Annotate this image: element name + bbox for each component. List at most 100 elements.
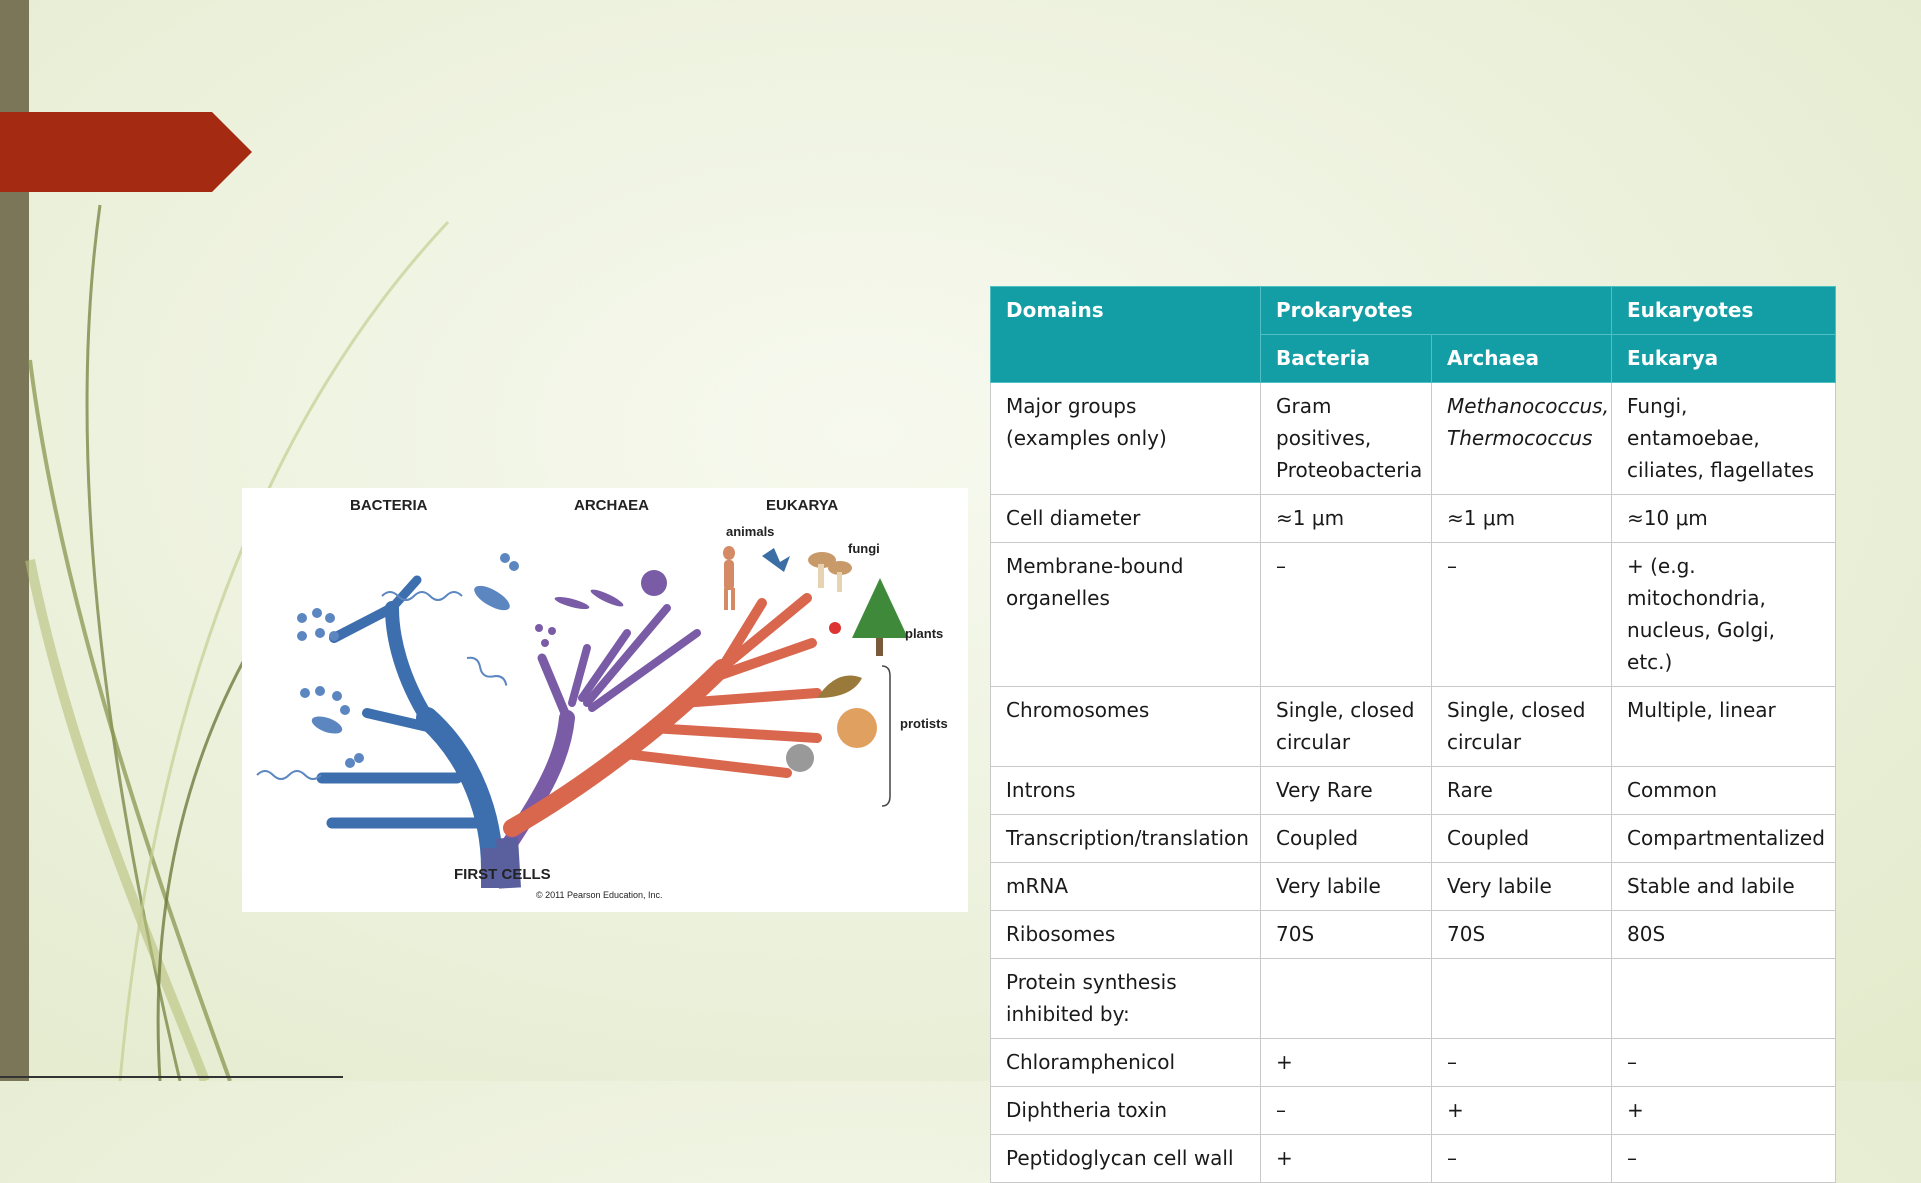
cell-archaea: Very labile bbox=[1430, 862, 1613, 911]
cell-eukarya: – bbox=[1611, 1038, 1837, 1087]
header-prokaryotes: Prokaryotes bbox=[1259, 286, 1613, 335]
row-label: Introns bbox=[990, 766, 1261, 815]
row-label: Diphtheria toxin bbox=[990, 1086, 1261, 1135]
cell-eukarya: Common bbox=[1611, 766, 1837, 815]
mushrooms bbox=[808, 552, 852, 592]
header-eukarya: Eukarya bbox=[1611, 334, 1837, 383]
bacteria-wavy-2 bbox=[256, 770, 322, 780]
cell-eukarya: Fungi, entamoebae, ciliates, flagellates bbox=[1611, 382, 1837, 495]
label-eukarya: EUKARYA bbox=[766, 497, 838, 514]
label-archaea: ARCHAEA bbox=[574, 497, 649, 514]
cell-bacteria: Very Rare bbox=[1260, 766, 1432, 815]
cell-bacteria: 70S bbox=[1260, 910, 1432, 959]
animal-figure bbox=[723, 546, 735, 610]
label-copyright: © 2011 Pearson Education, Inc. bbox=[536, 890, 663, 900]
cell-archaea: ≈1 μm bbox=[1430, 494, 1613, 543]
cell-bacteria: Single, closed circular bbox=[1260, 686, 1432, 767]
cell-bacteria: Very labile bbox=[1260, 862, 1432, 911]
cell-eukarya: ≈10 μm bbox=[1611, 494, 1837, 543]
row-label: Protein synthesis inhibited by: bbox=[990, 958, 1261, 1039]
title-arrow-tab bbox=[0, 112, 252, 192]
cell-archaea: – bbox=[1430, 1134, 1613, 1183]
cell-bacteria: + bbox=[1260, 1134, 1432, 1183]
bottom-rule bbox=[0, 1076, 343, 1078]
cell-bacteria: – bbox=[1260, 542, 1432, 687]
table-row: Diphtheria toxin – + + bbox=[990, 1086, 1837, 1135]
table-row: Protein synthesis inhibited by: bbox=[990, 958, 1837, 1039]
row-label: Membrane-bound organelles bbox=[990, 542, 1261, 687]
table-row: Cell diameter ≈1 μm ≈1 μm ≈10 μm bbox=[990, 494, 1837, 543]
cell-eukarya: 80S bbox=[1611, 910, 1837, 959]
bacteria-wavy-3 bbox=[466, 656, 508, 686]
phylogenetic-tree-figure: BACTERIA ARCHAEA EUKARYA animals fungi p… bbox=[242, 488, 968, 912]
bacteria-cells bbox=[297, 553, 519, 768]
row-label: Peptidoglycan cell wall bbox=[990, 1134, 1261, 1183]
archaea-cells bbox=[535, 570, 667, 647]
domain-comparison-table: Domains Prokaryotes Eukaryotes Bacteria … bbox=[990, 286, 1837, 1183]
swoosh-1 bbox=[85, 204, 182, 1081]
cell-archaea: – bbox=[1430, 542, 1613, 687]
row-label: Chloramphenicol bbox=[990, 1038, 1261, 1087]
table-row: Ribosomes 70S 70S 80S bbox=[990, 910, 1837, 959]
cell-eukarya: Compartmentalized bbox=[1611, 814, 1837, 863]
bacteria-branch bbox=[316, 575, 503, 879]
butterfly bbox=[762, 548, 790, 572]
cell-eukarya: + (e.g. mitochondria, nucleus, Golgi, et… bbox=[1611, 542, 1837, 687]
archaea-branch bbox=[499, 604, 701, 856]
cell-bacteria: Gram positives, Proteobacteria bbox=[1260, 382, 1432, 495]
cell-archaea bbox=[1430, 958, 1613, 1039]
table-row: mRNA Very labile Very labile Stable and … bbox=[990, 862, 1837, 911]
protists-bracket bbox=[881, 665, 891, 807]
cell-bacteria: ≈1 μm bbox=[1260, 494, 1432, 543]
flower bbox=[829, 622, 841, 634]
table-row: Chromosomes Single, closed circular Sing… bbox=[990, 686, 1837, 767]
table-row: Membrane-bound organelles – – + (e.g. mi… bbox=[990, 542, 1837, 687]
row-label: Major groups (examples only) bbox=[990, 382, 1261, 495]
table-row: Major groups (examples only) Gram positi… bbox=[990, 382, 1837, 495]
trunk bbox=[481, 837, 521, 889]
cell-bacteria: Coupled bbox=[1260, 814, 1432, 863]
label-fungi: fungi bbox=[848, 541, 880, 556]
cell-archaea: – bbox=[1430, 1038, 1613, 1087]
plant-leaves bbox=[817, 675, 862, 698]
cell-eukarya: – bbox=[1611, 1134, 1837, 1183]
table-row: Chloramphenicol + – – bbox=[990, 1038, 1837, 1087]
row-label: mRNA bbox=[990, 862, 1261, 911]
row-label: Transcription/translation bbox=[990, 814, 1261, 863]
cell-eukarya: Multiple, linear bbox=[1611, 686, 1837, 767]
header-row-2: Bacteria Archaea Eukarya bbox=[991, 334, 1837, 383]
header-bacteria: Bacteria bbox=[1260, 334, 1432, 383]
header-archaea: Archaea bbox=[1430, 334, 1613, 383]
cell-archaea: + bbox=[1430, 1086, 1613, 1135]
eukarya-branch bbox=[503, 593, 822, 837]
cell-archaea: Single, closed circular bbox=[1430, 686, 1613, 767]
label-first-cells: FIRST CELLS bbox=[454, 866, 551, 883]
swoosh-3 bbox=[25, 559, 210, 1081]
cell-bacteria: – bbox=[1260, 1086, 1432, 1135]
bacteria-wavy-1 bbox=[381, 591, 463, 601]
table-row: Transcription/translation Coupled Couple… bbox=[990, 814, 1837, 863]
tree-plant bbox=[852, 578, 908, 656]
cell-archaea: Methanococcus, Thermococcus bbox=[1430, 382, 1613, 495]
label-plants: plants bbox=[905, 626, 943, 641]
cell-eukarya: + bbox=[1611, 1086, 1837, 1135]
table-row: Peptidoglycan cell wall + – – bbox=[990, 1134, 1837, 1183]
cell-eukarya: Stable and labile bbox=[1611, 862, 1837, 911]
row-label: Chromosomes bbox=[990, 686, 1261, 767]
cell-archaea: 70S bbox=[1430, 910, 1613, 959]
header-eukaryotes: Eukaryotes bbox=[1611, 286, 1837, 335]
header-domains: Domains bbox=[990, 286, 1261, 383]
row-label: Cell diameter bbox=[990, 494, 1261, 543]
cell-bacteria bbox=[1260, 958, 1432, 1039]
row-label: Ribosomes bbox=[990, 910, 1261, 959]
cell-archaea: Rare bbox=[1430, 766, 1613, 815]
table-row: Introns Very Rare Rare Common bbox=[990, 766, 1837, 815]
swoosh-5 bbox=[156, 659, 246, 1081]
label-animals: animals bbox=[726, 524, 774, 539]
header-row-1: Domains Prokaryotes Eukaryotes bbox=[990, 286, 1837, 383]
protist-2 bbox=[786, 744, 814, 772]
cell-archaea: Coupled bbox=[1430, 814, 1613, 863]
cell-bacteria: + bbox=[1260, 1038, 1432, 1087]
protist-1 bbox=[837, 708, 877, 748]
cell-eukarya bbox=[1611, 958, 1837, 1039]
